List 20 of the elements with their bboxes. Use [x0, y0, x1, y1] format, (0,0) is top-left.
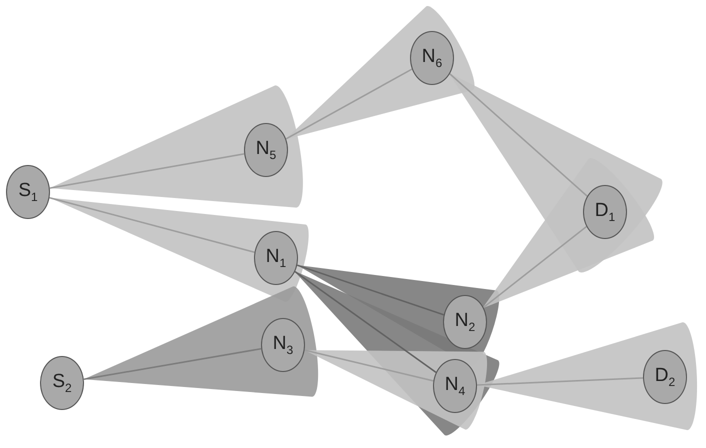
connector-line [296, 264, 444, 316]
connector-line [286, 68, 412, 140]
connector-line [449, 73, 588, 197]
node-label: S$_{1}$ [18, 181, 38, 203]
node-label: N$_{3}$ [272, 334, 294, 356]
node-label: N$_{5}$ [256, 139, 276, 161]
connector-line [294, 270, 436, 374]
connector-line [50, 153, 244, 189]
node-label: D$_{1}$ [594, 201, 616, 223]
node-circle [40, 356, 84, 410]
connector-line [49, 197, 255, 253]
node-circle [6, 165, 50, 219]
connector-line [304, 349, 434, 382]
node-label: D$_{2}$ [654, 366, 676, 388]
node-label: N$_{4}$ [444, 375, 466, 397]
node-label: N$_{1}$ [266, 247, 286, 269]
node-label: N$_{6}$ [422, 47, 442, 69]
node-label: S$_{2}$ [52, 372, 72, 394]
connector-line [483, 226, 587, 308]
node-label: N$_{2}$ [454, 311, 476, 333]
